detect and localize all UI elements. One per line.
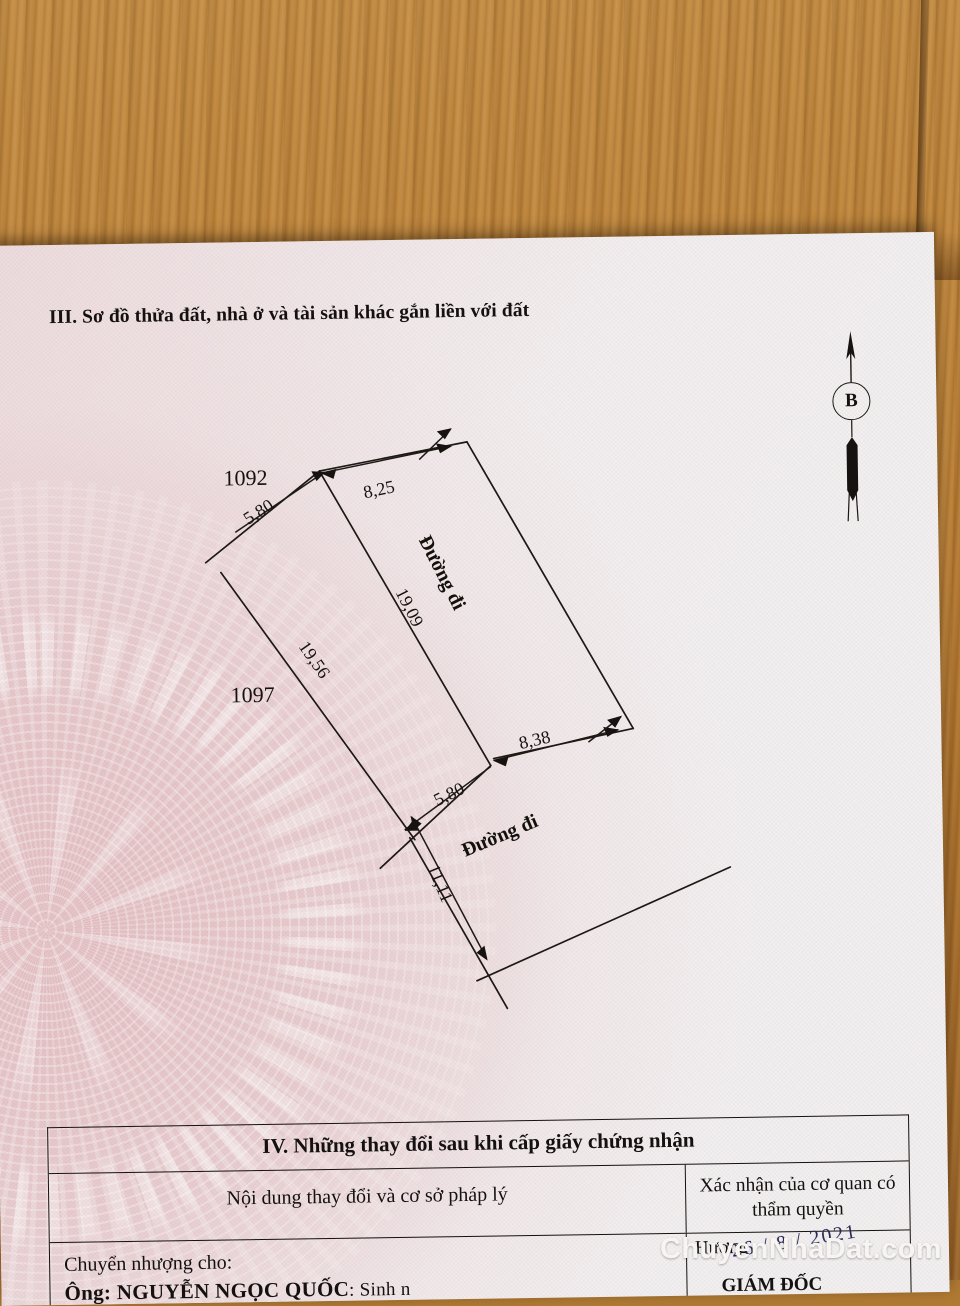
boundary-road-right: [467, 439, 633, 730]
boundary-lower-road-bottom: [475, 867, 732, 981]
dim-top-right: 8,25: [362, 476, 397, 502]
dim-middle-group: 19,09: [391, 584, 427, 630]
column-header-content: Nội dung thay đổi và cơ sở pháp lý: [49, 1165, 687, 1242]
dim-top-left: 5,80: [240, 495, 277, 529]
boundary-lower-road-left: [410, 836, 508, 1009]
section-iv-table: IV. Những thay đổi sau khi cấp giấy chứn…: [47, 1114, 912, 1305]
dim-bottom-right-group: 8,38: [492, 716, 623, 767]
dim-top-right-group: 8,25: [320, 428, 453, 503]
transferee-birth-suffix: : Sinh n: [349, 1279, 411, 1301]
lot-label-1092: 1092: [223, 465, 267, 491]
table-header-row: Nội dung thay đổi và cơ sở pháp lý Xác n…: [49, 1161, 910, 1243]
change-content-cell: Chuyển nhượng cho: Ông: NGUYỄN NGỌC QUỐC…: [50, 1234, 689, 1306]
site-watermark: ChuyenNhaDat.com: [660, 1233, 942, 1266]
land-certificate-page: III. Sơ đồ thửa đất, nhà ở và tài sản kh…: [0, 232, 950, 1306]
dim-left-vert: 19,56: [295, 637, 335, 682]
transferee-name: Ông: NGUYỄN NGỌC QUỐC: [64, 1277, 349, 1305]
road-label-lower: Đường đi: [459, 810, 542, 862]
director-label: GIÁM ĐỐC: [721, 1274, 822, 1297]
column-header-confirmation: Xác nhận của cơ quan có thẩm quyền: [686, 1161, 910, 1232]
lot-label-1097: 1097: [231, 682, 275, 708]
dim-bottom-right: 8,38: [517, 727, 552, 754]
dim-bottom-left: 5,80: [430, 778, 467, 810]
road-label-upper: Đường đi: [414, 532, 470, 614]
dim-left-group: 19,56: [295, 637, 335, 682]
dim-mid-vert: 19,09: [392, 585, 428, 630]
dim-lower-vert: 11,11: [424, 861, 458, 905]
